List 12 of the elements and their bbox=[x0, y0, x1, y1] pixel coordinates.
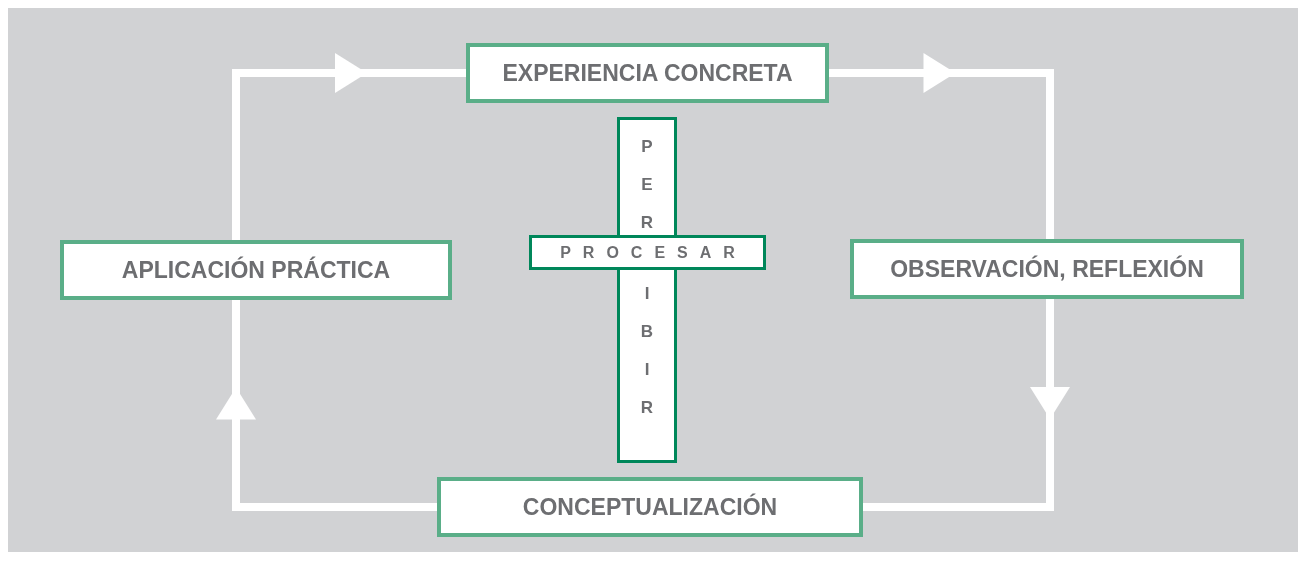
box-label: OBSERVACIÓN, REFLEXIÓN bbox=[890, 255, 1204, 283]
vertical-label: PER bbox=[639, 136, 655, 234]
box-label: APLICACIÓN PRÁCTICA bbox=[121, 256, 391, 284]
stage-box bbox=[850, 239, 1244, 299]
stage-box bbox=[437, 477, 863, 537]
vertical-label: IBIR bbox=[639, 283, 655, 419]
stage-box bbox=[466, 43, 829, 103]
box-label: PROCESAR bbox=[559, 243, 747, 262]
box-label: EXPERIENCIA CONCRETA bbox=[502, 59, 793, 87]
horizontal-bar bbox=[529, 235, 766, 270]
box-label: CONCEPTUALIZACIÓN bbox=[522, 493, 778, 521]
stage-box bbox=[60, 240, 452, 300]
